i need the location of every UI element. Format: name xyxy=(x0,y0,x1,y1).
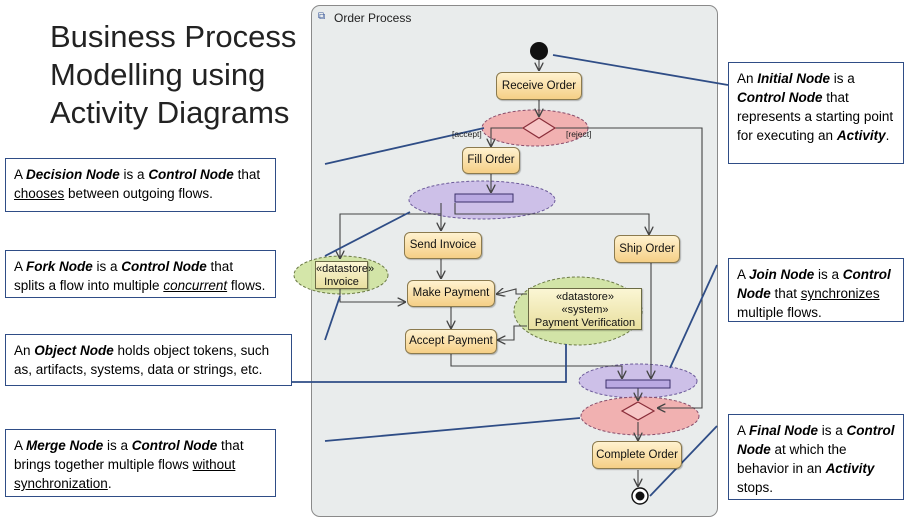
invoice-stereotype: «datastore» xyxy=(316,263,375,275)
decision-connector xyxy=(324,127,485,165)
callout-decision-node: A Decision Node is a Control Node that c… xyxy=(5,158,276,212)
action-complete-order[interactable]: Complete Order xyxy=(592,441,682,469)
callout-merge-node: A Merge Node is a Control Node that brin… xyxy=(5,429,276,497)
callout-fork-node: A Fork Node is a Control Node that split… xyxy=(5,250,276,298)
action-send-invoice[interactable]: Send Invoice xyxy=(404,232,482,259)
final-node-inner xyxy=(635,491,645,501)
title-line-2: Modelling using xyxy=(50,57,266,92)
initial-node xyxy=(530,42,548,60)
callout-initial-node: An Initial Node is a Control Node that r… xyxy=(728,62,904,164)
object-payment-verification[interactable]: «datastore» «system» Payment Verificatio… xyxy=(528,288,642,330)
action-fill-order[interactable]: Fill Order xyxy=(462,147,520,174)
callout-object-node: An Object Node holds object tokens, such… xyxy=(5,334,292,386)
activity-name: Order Process xyxy=(334,11,412,25)
accept-guard: [accept] xyxy=(452,129,482,139)
action-accept-payment[interactable]: Accept Payment xyxy=(405,329,497,354)
decision-node xyxy=(521,117,557,139)
invoice-name: Invoice xyxy=(324,276,359,288)
object-connector xyxy=(324,295,341,341)
title-line-3: Activity Diagrams xyxy=(50,95,290,130)
callout-join-node: A Join Node is a Control Node that synch… xyxy=(728,258,904,322)
fork-connector xyxy=(324,211,411,257)
reject-guard: [reject] xyxy=(566,129,592,139)
pv-stereotype-1: «datastore» xyxy=(555,291,615,303)
action-make-payment[interactable]: Make Payment xyxy=(407,280,495,307)
page-title: Business Process Modelling using Activit… xyxy=(50,18,310,132)
object-invoice[interactable]: «datastore» Invoice xyxy=(315,261,375,289)
initial-connector xyxy=(552,54,729,86)
join-connector xyxy=(669,264,718,369)
callout-final-node: A Final Node is a Control Node at which … xyxy=(728,414,904,500)
pv-name: Payment Verification xyxy=(534,317,636,329)
final-connector xyxy=(649,425,718,497)
title-line-1: Business Process xyxy=(50,19,297,54)
action-ship-order[interactable]: Ship Order xyxy=(614,235,680,263)
merge-node xyxy=(620,401,656,421)
merge-connector xyxy=(324,417,581,442)
object-connector-2 xyxy=(292,344,567,383)
join-bar xyxy=(605,379,671,389)
pv-stereotype-2: «system» xyxy=(561,304,609,316)
activity-icon: ⧉ xyxy=(318,11,326,22)
fork-bar xyxy=(454,193,514,203)
action-receive-order[interactable]: Receive Order xyxy=(496,72,582,100)
